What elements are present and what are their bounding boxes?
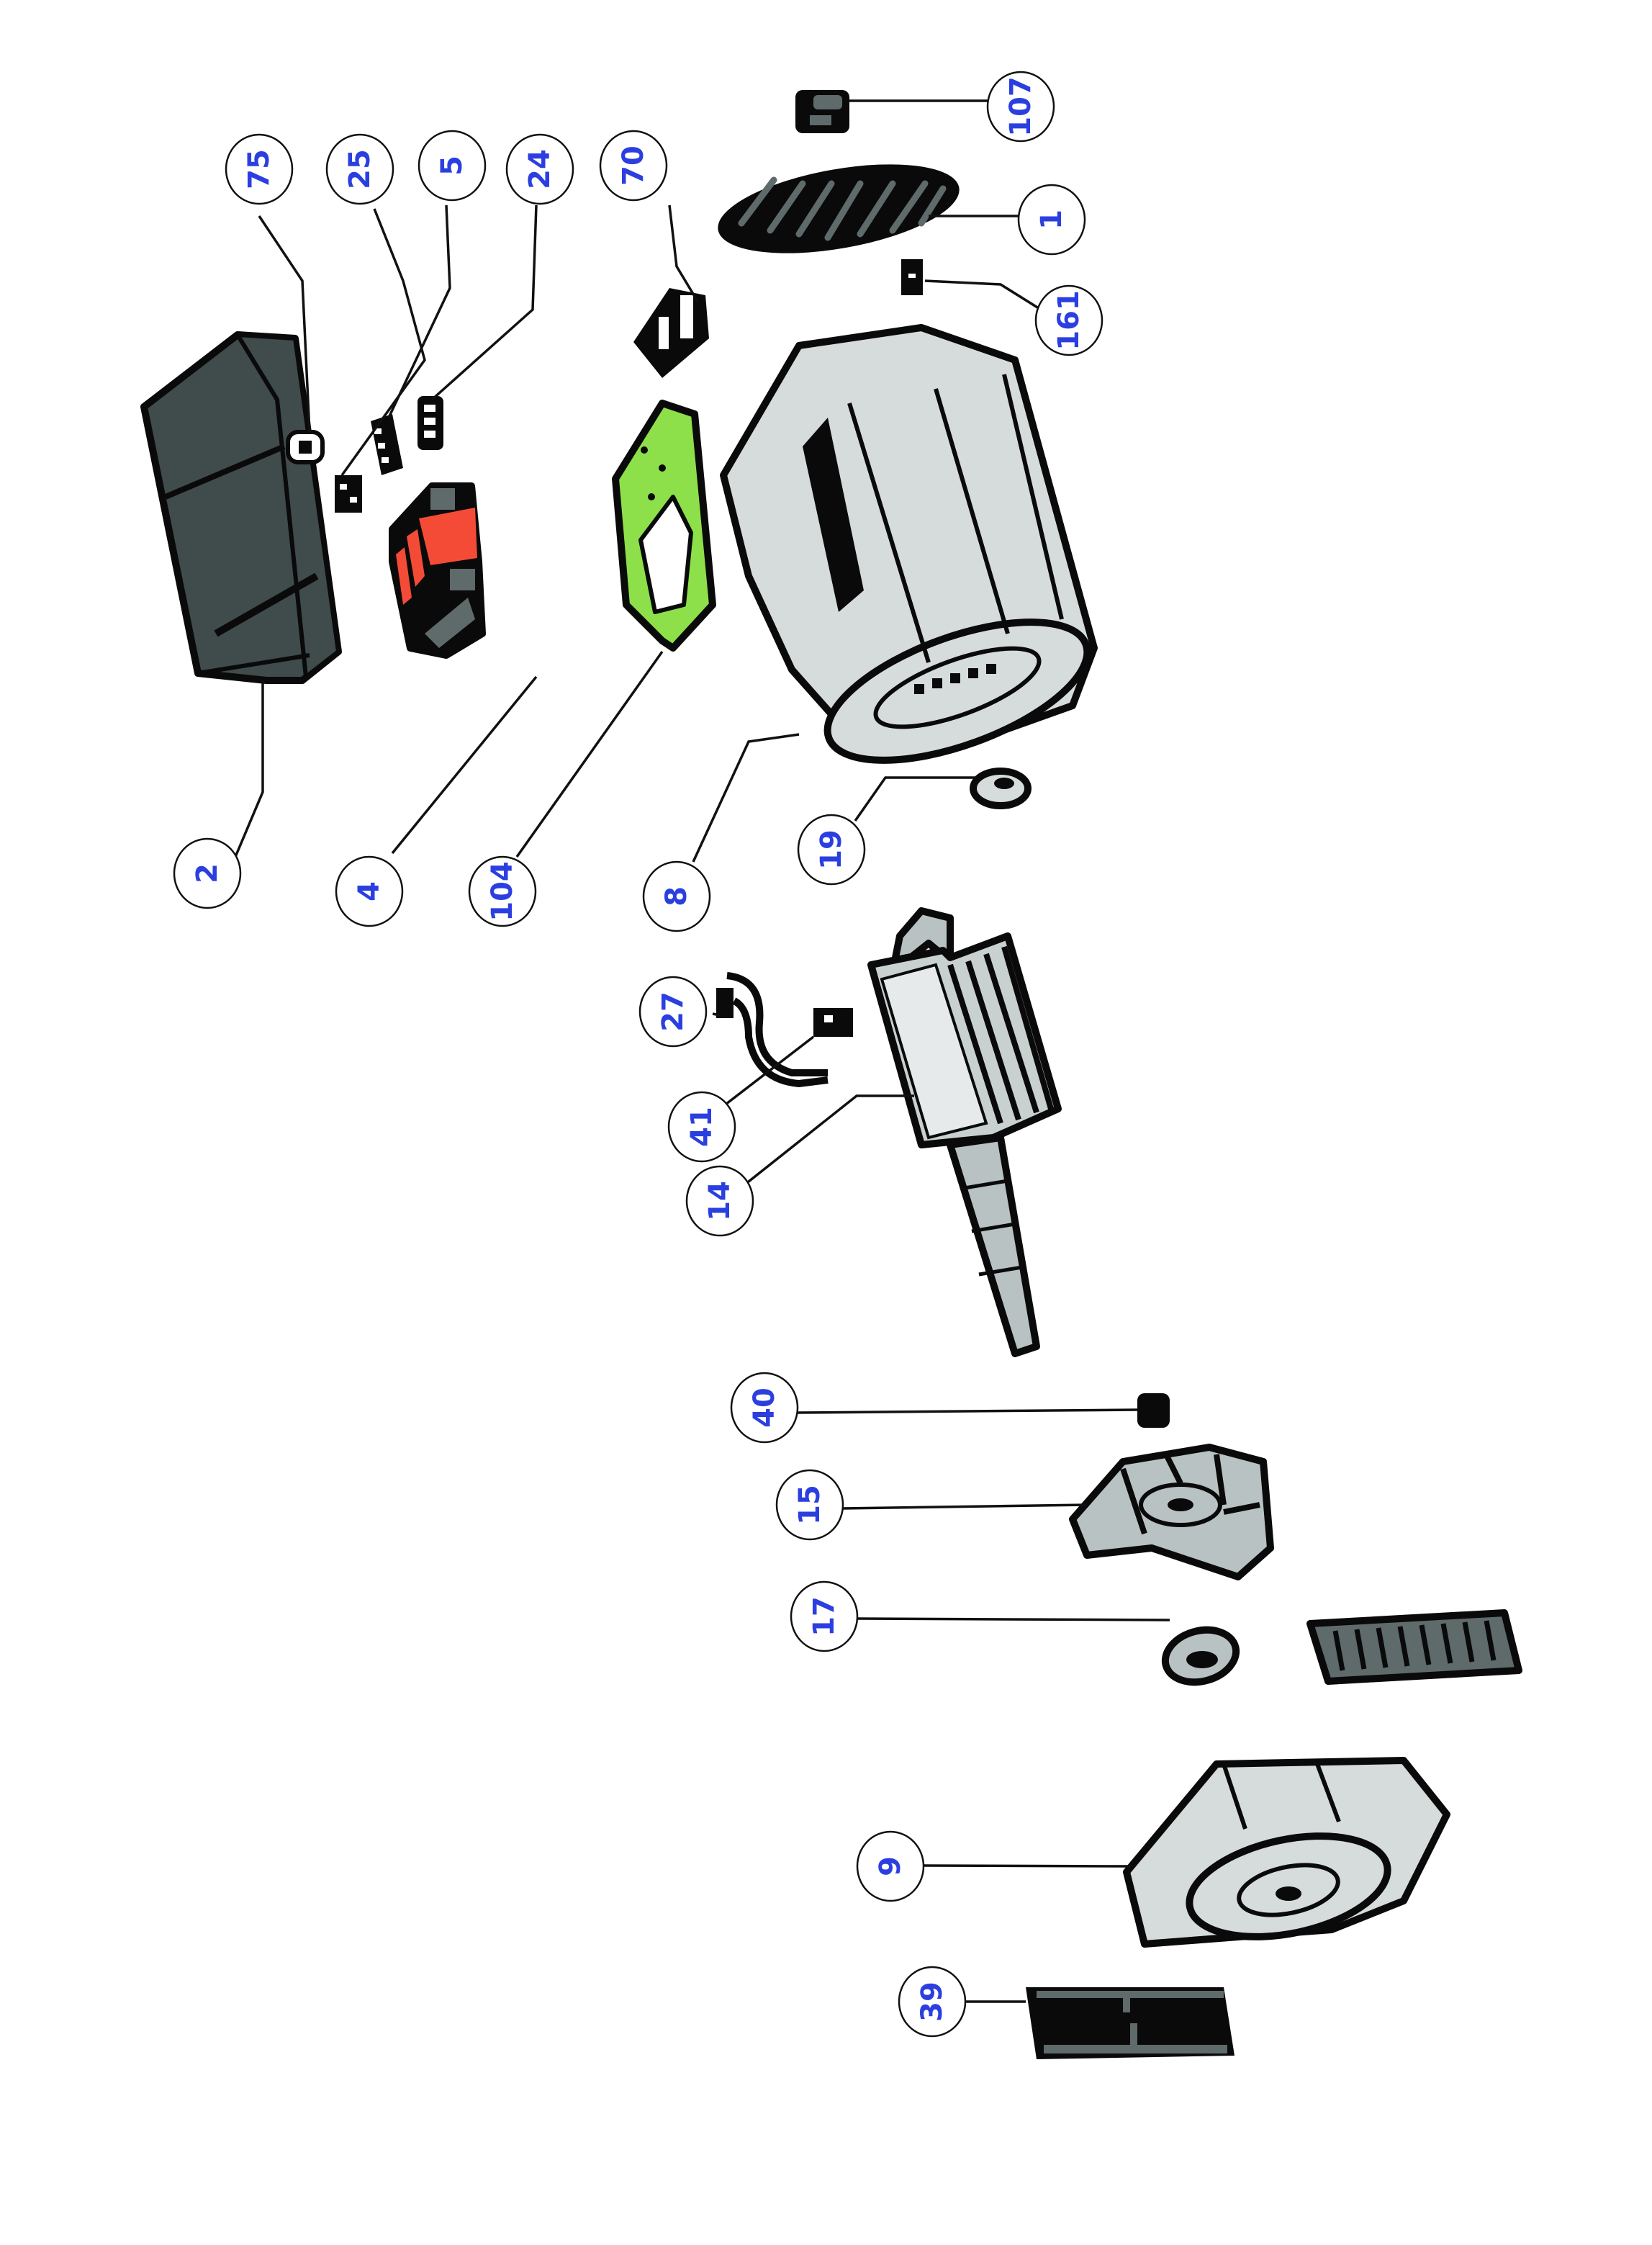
callout-label: 1 [1035, 210, 1068, 230]
callout-label: 5 [435, 156, 469, 176]
callout-107[interactable]: 107 [986, 71, 1055, 143]
callouts: 75 25 5 24 70 107 1 161 [173, 71, 1103, 2038]
callout-15[interactable]: 15 [775, 1469, 844, 1541]
callout-label: 24 [523, 149, 556, 189]
callout-8[interactable]: 8 [642, 860, 711, 932]
part-2-control-box[interactable] [140, 331, 342, 684]
callout-39[interactable]: 39 [898, 1966, 967, 2038]
callout-4[interactable]: 4 [335, 855, 404, 927]
part-17-bushing[interactable] [1160, 1622, 1242, 1689]
part-27-terminal[interactable] [716, 988, 734, 1018]
callout-label: 27 [656, 991, 690, 1032]
callout-27[interactable]: 27 [638, 976, 708, 1048]
callout-label: 70 [617, 145, 650, 186]
callout-9[interactable]: 9 [856, 1830, 925, 1902]
part-grille-upper[interactable] [1306, 1609, 1522, 1685]
callout-1[interactable]: 1 [1017, 184, 1086, 256]
callout-label: 41 [685, 1107, 718, 1147]
callout-label: 4 [353, 881, 386, 901]
leader-lines [234, 99, 1170, 2003]
part-107-connector-plug[interactable] [795, 90, 849, 133]
part-9-end-shield[interactable] [1123, 1757, 1450, 1953]
callout-5[interactable]: 5 [417, 130, 487, 202]
callout-label: 161 [1052, 290, 1085, 351]
callout-2[interactable]: 2 [173, 837, 242, 909]
callout-label: 19 [815, 829, 848, 870]
callout-label: 15 [793, 1485, 826, 1525]
part-14-rotor[interactable] [867, 907, 1062, 1357]
callout-75[interactable]: 75 [225, 133, 294, 205]
callout-label: 14 [703, 1181, 736, 1221]
callout-label: 9 [874, 1856, 907, 1876]
callout-40[interactable]: 40 [730, 1372, 799, 1444]
callout-label: 75 [243, 149, 276, 189]
callout-24[interactable]: 24 [505, 133, 574, 205]
part-40-bearing[interactable] [1137, 1393, 1170, 1428]
part-41-cable-harness[interactable] [726, 972, 853, 1088]
part-161-clip[interactable] [901, 259, 923, 295]
callout-label: 39 [916, 1981, 949, 2022]
callout-41[interactable]: 41 [667, 1091, 736, 1163]
callout-label: 17 [808, 1596, 841, 1637]
callout-19[interactable]: 19 [797, 814, 866, 886]
part-75-clip[interactable] [286, 430, 325, 464]
part-19-bearing[interactable] [970, 768, 1032, 809]
callout-25[interactable]: 25 [325, 133, 394, 205]
callout-label: 2 [191, 863, 224, 883]
callout-161[interactable]: 161 [1034, 284, 1103, 356]
part-15-fan[interactable] [1069, 1444, 1274, 1580]
callout-label: 40 [748, 1387, 781, 1428]
callout-14[interactable]: 14 [685, 1165, 754, 1237]
callout-17[interactable]: 17 [790, 1580, 859, 1652]
part-70-brush-holder[interactable] [633, 288, 709, 378]
part-8-stator-housing[interactable] [720, 324, 1104, 788]
callout-label: 25 [343, 149, 376, 189]
part-24-connector-strip[interactable] [417, 396, 443, 450]
part-5-terminal-block[interactable] [371, 414, 403, 475]
callout-label: 8 [660, 886, 693, 906]
callout-70[interactable]: 70 [599, 130, 668, 202]
part-39-grille[interactable] [1026, 1987, 1235, 2059]
part-4-transformer[interactable] [389, 482, 486, 659]
part-25-terminal-connector[interactable] [335, 475, 362, 513]
callout-label: 107 [1004, 76, 1037, 137]
part-104-circuit-board[interactable] [612, 400, 716, 652]
part-1-end-cover[interactable] [711, 148, 966, 269]
callout-label: 104 [486, 861, 519, 922]
callout-104[interactable]: 104 [468, 855, 537, 927]
